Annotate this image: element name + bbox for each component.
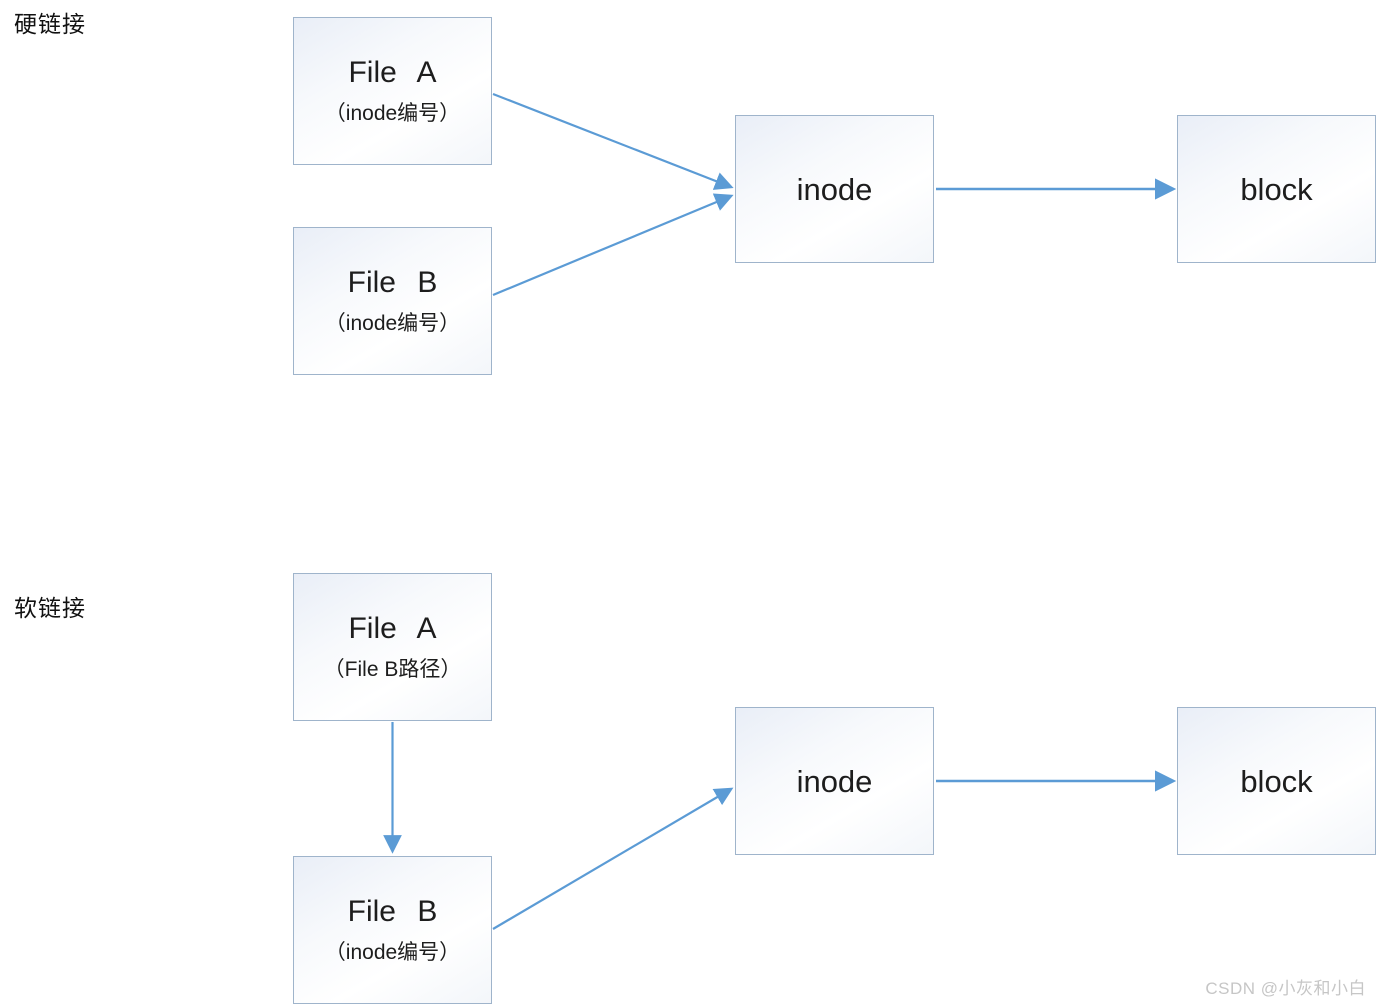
hard-block-label: block (1240, 171, 1313, 207)
soft-file-a-title: File A (348, 612, 437, 645)
hard-inode-label: inode (796, 171, 873, 207)
soft-inode-box: inode (735, 707, 934, 855)
soft-file-a-box: File A （File B路径） (293, 573, 492, 721)
soft-block-box: block (1177, 707, 1376, 855)
soft-file-b-title: File B (347, 895, 438, 928)
soft-file-b-box: File B （inode编号） (293, 856, 492, 1004)
hard-file-b-title: File B (347, 266, 438, 299)
soft-file-b-subtitle: （inode编号） (324, 941, 461, 964)
arrow-hard-filea-to-inode (492, 92, 734, 190)
hard-block-box: block (1177, 115, 1376, 263)
arrow-hard-fileb-to-inode (492, 193, 734, 297)
hard-file-a-box: File A （inode编号） (293, 17, 492, 165)
hard-inode-box: inode (735, 115, 934, 263)
soft-link-section-label: 软链接 (14, 595, 86, 621)
soft-block-label: block (1240, 763, 1313, 799)
csdn-watermark: CSDN @小灰和小白 (1205, 979, 1366, 998)
hard-file-a-subtitle: （inode编号） (324, 102, 461, 125)
hard-file-a-title: File A (348, 56, 437, 89)
hard-link-section-label: 硬链接 (14, 11, 86, 37)
soft-inode-label: inode (796, 763, 873, 799)
hard-file-b-subtitle: （inode编号） (324, 312, 461, 335)
soft-file-a-subtitle: （File B路径） (323, 658, 462, 681)
hard-file-b-box: File B （inode编号） (293, 227, 492, 375)
arrow-soft-fileb-to-inode (492, 787, 734, 930)
